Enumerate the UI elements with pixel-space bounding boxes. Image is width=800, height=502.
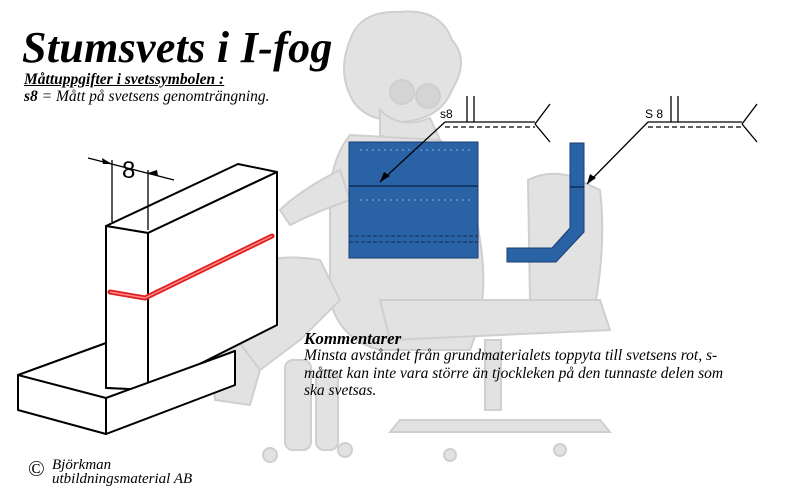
comment-text: Minsta avståndet från grundmaterialets t…	[304, 347, 724, 399]
section-2-profile	[506, 142, 585, 263]
subtitle-code: s8	[24, 88, 38, 105]
copyright-line-1: Björkman	[52, 457, 112, 473]
copyright-text: Björkman utbildningsmaterial AB	[52, 457, 193, 487]
base-right-face	[105, 350, 236, 435]
symbol-2-label: S 8	[645, 107, 663, 121]
section-1-plates	[348, 141, 479, 259]
copyright-line-2: utbildningsmaterial AB	[52, 471, 193, 487]
page-title: Stumsvets i I-fog	[22, 23, 333, 72]
copyright-symbol: ©	[28, 456, 45, 481]
dimension-label: 8	[122, 157, 135, 184]
symbol-1-label: s8	[440, 107, 453, 121]
subtitle-heading: Måttuppgifter i svetssymbolen :	[24, 71, 225, 88]
subtitle-rest: = Mått på svetsens genomträngning.	[37, 88, 270, 105]
comment-heading: Kommentarer	[304, 329, 402, 348]
subtitle-definition: s8 = Mått på svetsens genomträngning.	[24, 88, 270, 106]
